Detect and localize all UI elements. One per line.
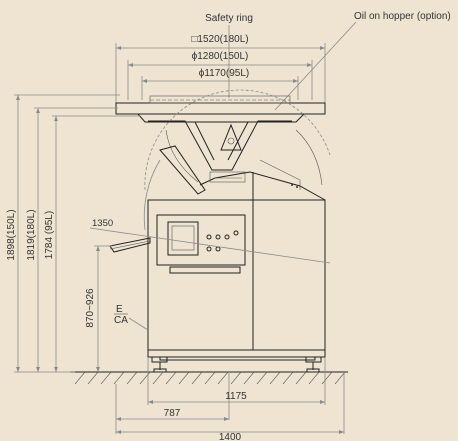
dim-square-1520: □1520(180L) bbox=[191, 34, 248, 45]
dim-1350: 1350 bbox=[92, 218, 113, 229]
dim-1400: 1400 bbox=[219, 432, 242, 441]
oil-on-hopper-label: Oil on hopper (option) bbox=[354, 11, 451, 22]
oil-hopper-leader bbox=[274, 21, 357, 111]
dim-870-926: 870~926 bbox=[85, 288, 96, 328]
dim-1175: 1175 bbox=[225, 391, 247, 402]
dim-dia-1280: ϕ1280(150L) bbox=[192, 51, 249, 62]
marker-e: E bbox=[116, 304, 123, 315]
dim-787: 787 bbox=[164, 408, 181, 419]
display-screen bbox=[167, 221, 199, 256]
dim-1784: 1784 (95L) bbox=[44, 211, 55, 259]
marker-ca: CA bbox=[114, 315, 128, 326]
dim-1819: 1819(180L) bbox=[26, 209, 37, 260]
dim-1350-line bbox=[89, 227, 331, 264]
machine-body bbox=[109, 171, 326, 373]
hopper bbox=[115, 89, 331, 231]
dim-dia-1170: ϕ1170(95L) bbox=[199, 68, 249, 79]
ground bbox=[70, 371, 348, 385]
bottom-dimensions bbox=[115, 358, 345, 434]
top-dimensions bbox=[115, 43, 326, 110]
dim-1898: 1898(150L) bbox=[6, 209, 17, 260]
vertical-dimensions bbox=[14, 94, 140, 373]
safety-ring-label: Safety ring bbox=[205, 13, 253, 24]
marker-leader bbox=[128, 317, 149, 331]
